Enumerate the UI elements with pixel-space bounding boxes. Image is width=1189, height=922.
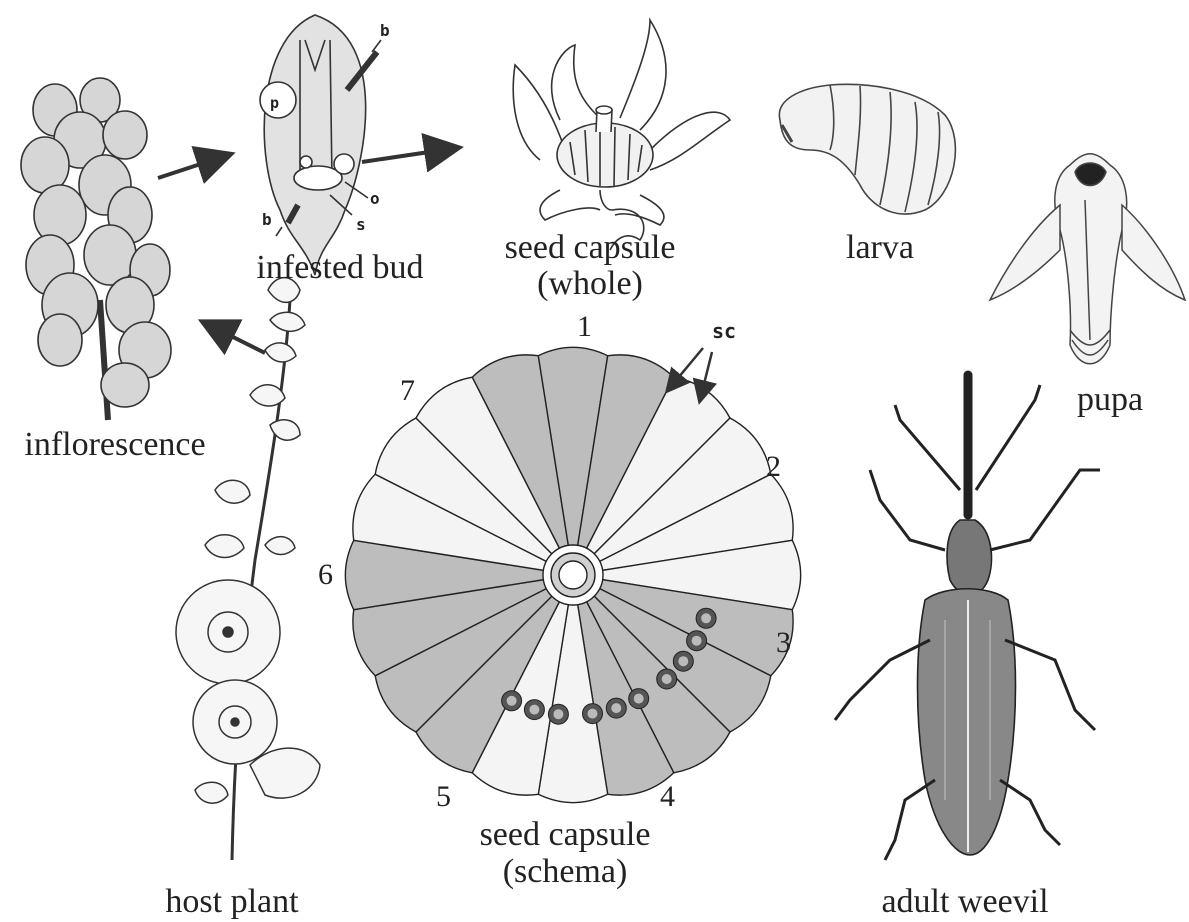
label-seed-capsule-whole-line2: (whole)	[537, 265, 643, 302]
label-sc: sc	[712, 319, 736, 343]
sector-number-5: 5	[436, 780, 451, 813]
seed-dot-center	[529, 705, 539, 715]
sector-number-2: 2	[766, 450, 781, 483]
sector-number-6: 6	[318, 558, 333, 591]
label-infested-bud: infested bud	[256, 249, 423, 286]
inflorescence-drawing	[21, 78, 171, 420]
capsule-center-ring	[559, 561, 587, 589]
bud-label-o: o	[370, 189, 380, 208]
host-plant-drawing	[176, 278, 320, 860]
adult-weevil-drawing	[835, 375, 1100, 860]
seed-dot-center	[634, 694, 644, 704]
bud-label-b-bottom: b	[262, 210, 272, 229]
label-seed-capsule-schema-line2: (schema)	[503, 853, 628, 890]
seed-dot-center	[507, 696, 517, 706]
label-pupa: pupa	[1077, 381, 1143, 418]
arrow-inflorescence-to-bud	[158, 155, 228, 178]
arrow-plant-to-inflorescence	[205, 323, 265, 353]
seed-dot-center	[678, 656, 688, 666]
seed-dot-center	[692, 636, 702, 646]
label-host-plant: host plant	[165, 883, 299, 920]
label-seed-capsule-schema-line1: seed capsule	[480, 816, 651, 853]
seed-dot-center	[553, 709, 563, 719]
arrow-bud-to-capsule	[362, 148, 456, 162]
label-larva: larva	[846, 229, 914, 266]
seed-dot-center	[588, 709, 598, 719]
seed-dot-center	[662, 674, 672, 684]
label-adult-weevil: adult weevil	[881, 883, 1048, 920]
sector-number-7: 7	[400, 374, 415, 407]
bud-label-p: p	[270, 94, 279, 112]
infested-bud-drawing	[260, 15, 381, 275]
seed-dot-center	[701, 613, 711, 623]
label-seed-capsule-whole-line1: seed capsule	[505, 229, 676, 266]
sector-number-1: 1	[577, 310, 592, 343]
bud-label-s: s	[356, 215, 366, 234]
label-inflorescence: inflorescence	[24, 426, 205, 463]
seed-dot-center	[611, 703, 621, 713]
larva-drawing	[779, 84, 955, 214]
bud-label-b-top: b	[380, 21, 390, 40]
sector-number-3: 3	[776, 626, 791, 659]
seed-capsule-schema	[345, 347, 800, 802]
seed-capsule-whole-drawing	[513, 20, 730, 250]
pupa-drawing	[990, 154, 1185, 364]
sector-number-4: 4	[660, 780, 675, 813]
